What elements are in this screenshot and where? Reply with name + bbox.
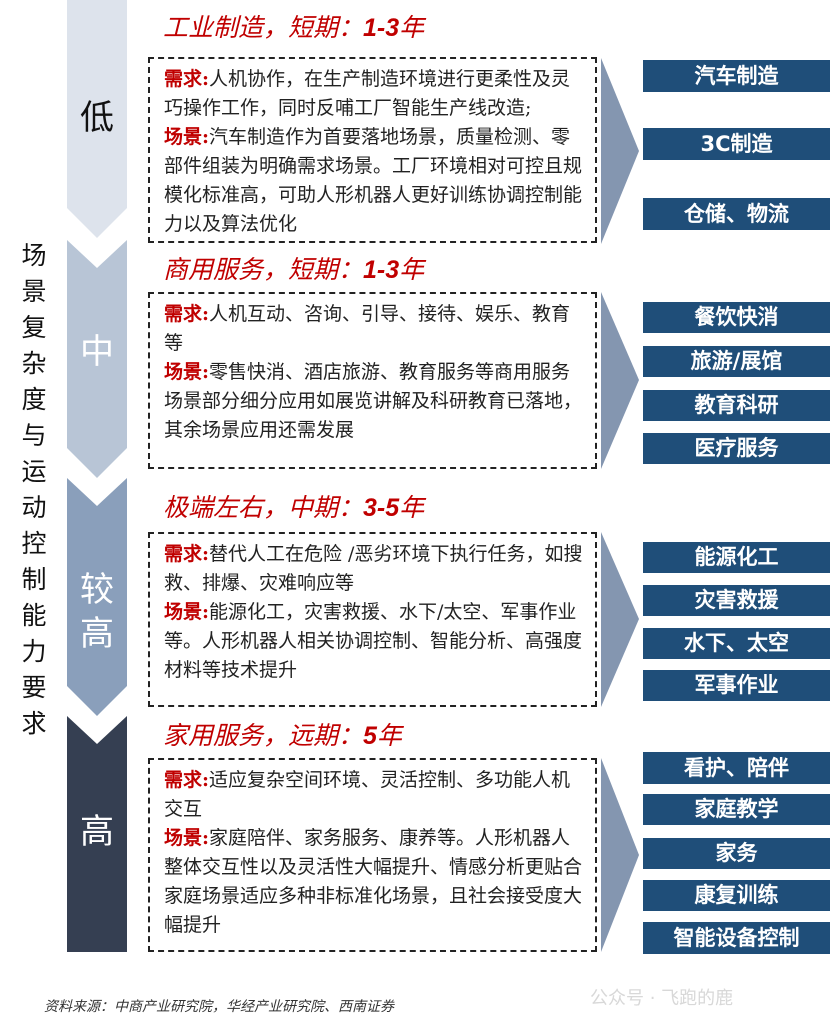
level-label: 中 [80, 332, 114, 372]
scene-tag: 场景: [164, 361, 210, 383]
demand-tag: 需求: [164, 543, 210, 565]
level-chevron-high: 较高 [67, 478, 127, 716]
scene-tag: 场景: [164, 126, 210, 148]
section-title: 家用服务，远期：5年 [163, 716, 402, 752]
level-label: 高 [80, 812, 114, 852]
title-prefix: 商用服务，短期： [163, 255, 364, 284]
scenario-tile: 看护、陪伴 [643, 752, 830, 784]
title-prefix: 家用服务，远期： [163, 721, 364, 750]
arrow-shape [601, 758, 639, 952]
level-chevron-highest: 高 [67, 716, 127, 952]
section-description-box: 需求:人机协作，在生产制造环境进行更柔性及灵巧操作工作，同时反哺工厂智能生产线改… [148, 57, 597, 243]
demand-text: 替代人工在危险 /恶劣环境下执行任务，如搜救、排爆、灾难响应等 [164, 543, 583, 594]
title-prefix: 极端左右，中期： [163, 493, 364, 522]
axis-label: 场景复杂度与运动控制能力要求 [21, 241, 47, 738]
arrow-shape [601, 58, 639, 244]
demand-tag: 需求: [164, 303, 210, 325]
demand-tag: 需求: [164, 769, 210, 791]
section-description-box: 需求:人机互动、咨询、引导、接待、娱乐、教育等 场景:零售快消、酒店旅游、教育服… [148, 292, 597, 469]
scenario-tile: 军事作业 [643, 670, 830, 701]
title-period: 5 [363, 722, 377, 750]
scene-tag: 场景: [164, 601, 210, 623]
arrow-shape [601, 532, 639, 707]
demand-text: 人机协作，在生产制造环境进行更柔性及灵巧操作工作，同时反哺工厂智能生产线改造; [164, 68, 571, 119]
scene-text: 汽车制造作为首要落地场景，质量检测、零部件组装为明确需求场景。工厂环境相对可控且… [164, 126, 583, 235]
title-unit: 年 [399, 13, 425, 42]
scenario-tile: 智能设备控制 [643, 922, 830, 954]
scenario-tile: 水下、太空 [643, 628, 830, 659]
scene-text: 家庭陪伴、家务服务、康养等。人形机器人整体交互性以及灵活性大幅提升、情感分析更贴… [164, 827, 583, 936]
scenario-tile: 汽车制造 [643, 60, 830, 92]
section-title: 极端左右，中期：3-5年 [163, 488, 424, 524]
scene-text: 能源化工，灾害救援、水下/太空、军事作业等。人形机器人相关协调控制、智能分析、高… [164, 601, 583, 681]
title-period: 1-3 [363, 256, 400, 284]
demand-text: 人机互动、咨询、引导、接待、娱乐、教育等 [164, 303, 571, 354]
demand-tag: 需求: [164, 68, 210, 90]
title-unit: 年 [376, 721, 402, 750]
level-chevron-medium: 中 [67, 240, 127, 478]
scenario-tile: 康复训练 [643, 880, 830, 911]
scenario-tile: 旅游/展馆 [643, 346, 830, 377]
title-unit: 年 [399, 255, 425, 284]
scene-tag: 场景: [164, 827, 210, 849]
scenario-tile: 餐饮快消 [643, 302, 830, 333]
title-period: 1-3 [363, 14, 400, 42]
scene-text: 零售快消、酒店旅游、教育服务等商用服务场景部分细分应用如展览讲解及科研教育已落地… [164, 361, 583, 441]
title-period: 3-5 [363, 494, 400, 522]
scenario-tile: 能源化工 [643, 542, 830, 573]
scenario-tile: 灾害救援 [643, 585, 830, 616]
level-label: 低 [80, 98, 114, 138]
section-description-box: 需求:适应复杂空间环境、灵活控制、多功能人机交互 场景:家庭陪伴、家务服务、康养… [148, 758, 597, 952]
section-title: 商用服务，短期：1-3年 [163, 250, 424, 286]
section-description-box: 需求:替代人工在危险 /恶劣环境下执行任务，如搜救、排爆、灾难响应等 场景:能源… [148, 532, 597, 707]
title-unit: 年 [399, 493, 425, 522]
watermark: 公众号 · 飞跑的鹿 [590, 988, 734, 1009]
scenario-tile: 教育科研 [643, 390, 830, 421]
level-chevron-low: 低 [67, 0, 127, 238]
scenario-tile: 家庭教学 [643, 794, 830, 825]
scenario-tile: 3C制造 [643, 128, 830, 160]
level-label: 较高 [80, 570, 114, 654]
scenario-tile: 医疗服务 [643, 433, 830, 464]
title-prefix: 工业制造，短期： [163, 13, 364, 42]
demand-text: 适应复杂空间环境、灵活控制、多功能人机交互 [164, 769, 571, 820]
scenario-tile: 仓储、物流 [643, 198, 830, 230]
section-title: 工业制造，短期：1-3年 [163, 8, 424, 44]
source-note: 资料来源：中商产业研究院，华经产业研究院、西南证券 [44, 999, 394, 1015]
scenario-tile: 家务 [643, 838, 830, 869]
arrow-shape [601, 292, 639, 469]
